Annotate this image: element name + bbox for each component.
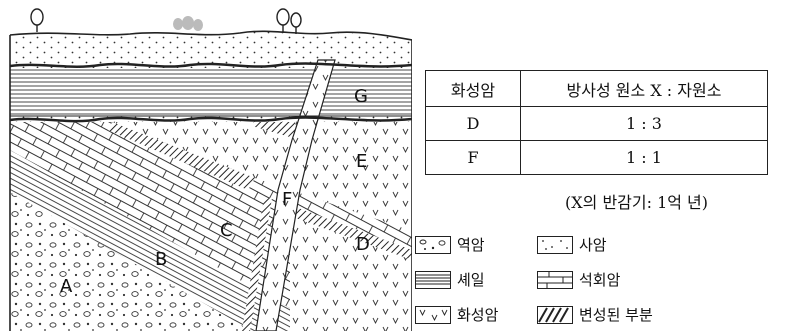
legend-label: 사암 [579,236,607,254]
igneous-swatch [415,305,451,324]
metamorphosed-swatch [537,305,573,324]
legend-label: 석회암 [579,271,621,289]
sandstone-swatch [537,235,573,254]
metamorphic-zone-4 [242,198,272,331]
legend-item-shale: 셰일 [415,269,485,290]
shale-layer-G [10,68,412,116]
legend-label: 변성된 부분 [579,306,653,324]
table-row: F 1 : 1 [425,140,768,175]
legend-label: 셰일 [457,271,485,289]
metamorphic-zone-1 [108,122,255,190]
label-D: D [356,234,370,255]
metamorphic-zone-3 [252,122,300,140]
igneous-body-D [290,205,412,331]
legend-item-igneous: 화성암 [415,304,498,325]
conglomerate-layer-A [10,192,252,331]
tree-icon-left [30,8,44,32]
igneous-dike-F [255,59,336,331]
legend-item-conglomerate: 역암 [415,234,485,255]
table-header: 방사성 원소 X : 자원소 [520,70,768,107]
igneous-body-E [112,122,412,231]
half-life-note: (X의 반감기: 1억 년) [565,193,709,212]
legend-label: 역암 [457,236,485,254]
tree-icon-right [276,8,302,34]
table-row: D 1 : 3 [425,106,768,141]
ground-surface [9,30,412,41]
table-cell: D [425,106,521,141]
table-header-row: 화성암 방사성 원소 X : 자원소 [425,70,768,107]
legend-label: 화성암 [457,306,499,324]
conglomerate-swatch [415,235,451,254]
limestone-swatch [537,270,573,289]
label-E: E [356,151,367,172]
unconformity-lower [9,116,412,123]
label-F: F [282,189,292,210]
legend-item-limestone: 석회암 [537,269,620,290]
table-cell: 1 : 1 [520,140,768,175]
label-G: G [354,86,368,107]
unconformity-upper [9,62,412,68]
isotope-ratio-table: 화성암 방사성 원소 X : 자원소 D 1 : 3 F 1 : 1 [425,70,768,175]
label-A: A [60,276,73,297]
geologic-cross-section: A B C D E F G [9,8,412,331]
table-cell: 1 : 3 [520,106,768,141]
bush-icon [173,16,203,31]
label-B: B [155,249,167,270]
table-cell: F [425,140,521,175]
label-C: C [220,220,233,241]
metamorphic-zone-2 [290,205,412,260]
table-header: 화성암 [425,70,521,107]
legend-item-metamorphosed: 변성된 부분 [537,304,653,325]
legend-item-sandstone: 사암 [537,234,607,255]
shale-swatch [415,270,451,289]
